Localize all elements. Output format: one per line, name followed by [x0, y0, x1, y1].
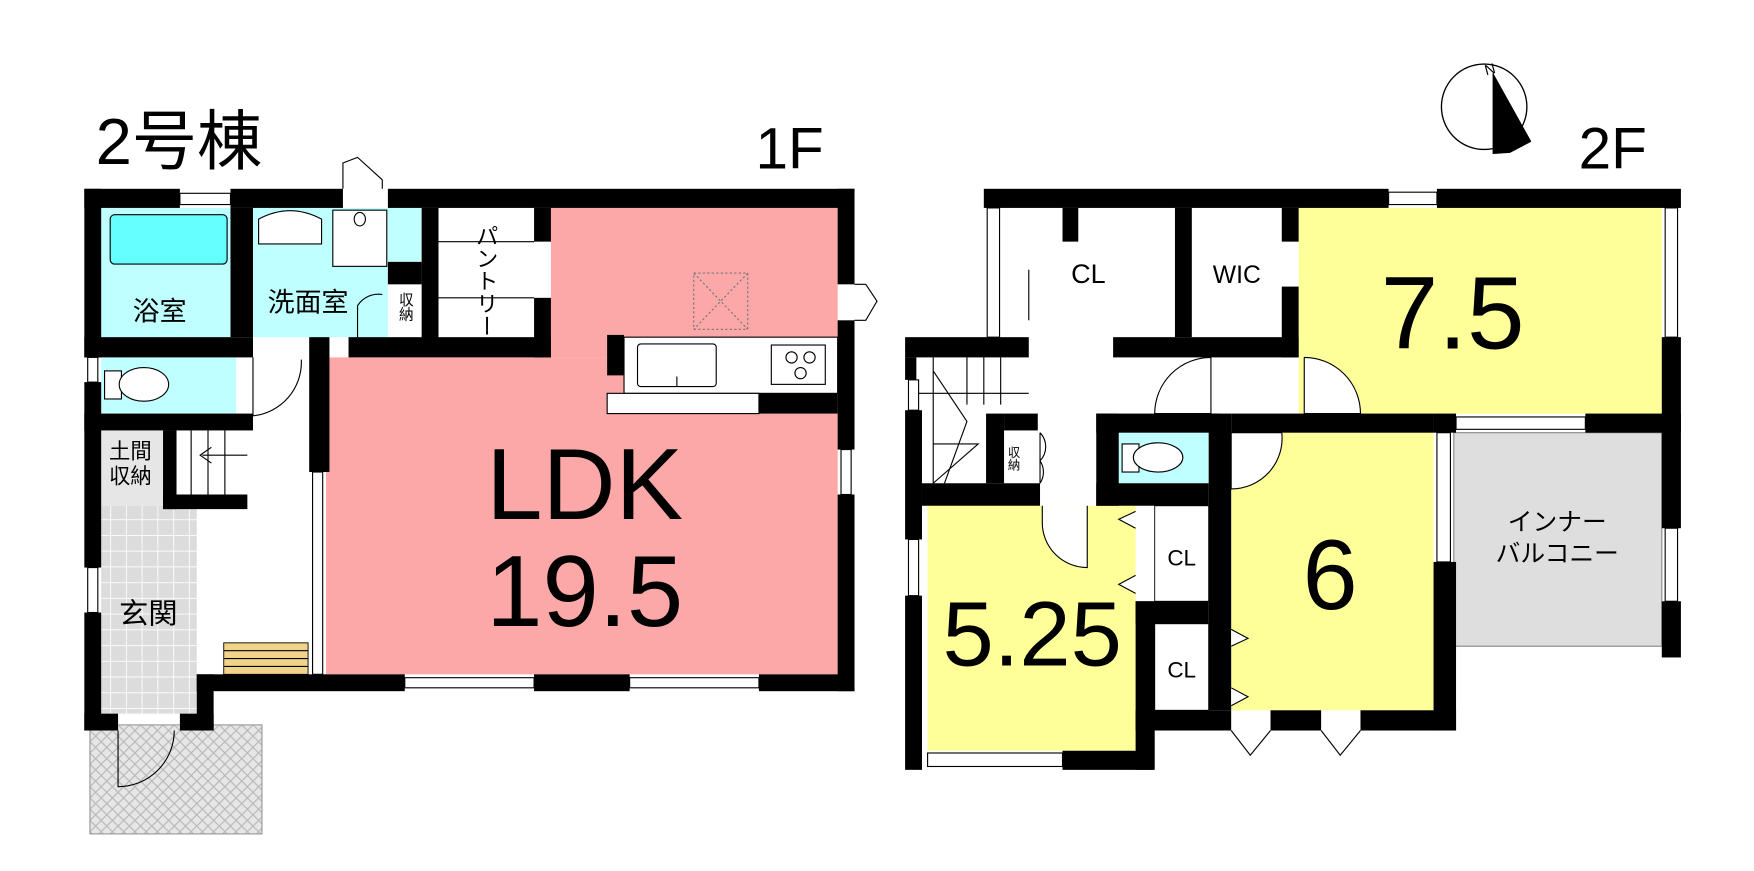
room-6-label: 6: [1303, 519, 1358, 630]
floor2-label: 2F: [1579, 117, 1647, 182]
bath-label: 浴室: [133, 296, 187, 326]
building-title: 2号棟: [96, 105, 263, 178]
closet-mid-area: [1154, 505, 1210, 602]
room-5-25-area: [927, 505, 1136, 751]
compass-icon: N: [1440, 61, 1532, 154]
room-6-area: [1231, 432, 1434, 711]
room-5-25-label: 5.25: [942, 582, 1121, 685]
compass-north-label: N: [1483, 61, 1497, 79]
ldk-side-door-icon: [854, 283, 878, 321]
porch-area: [89, 724, 263, 835]
room-7-5-area: [1298, 207, 1662, 414]
entrance-tile-area: [101, 505, 197, 714]
toilet-2f-icon: [1121, 442, 1184, 473]
ldk-area: [550, 207, 838, 358]
storage-1f-label: 収納: [397, 292, 413, 323]
closet-low-area: [1154, 623, 1210, 711]
washroom-label: 洗面室: [268, 287, 349, 317]
pantry-area: [438, 207, 535, 338]
balcony-label-2: バルコニー: [1496, 541, 1619, 568]
floor2-plan: CL WIC 7.5 収納 5.25 CL CL 6 インナー バルコニー: [905, 188, 1681, 770]
storage-2f-door-icon: [1039, 432, 1047, 484]
ldk-label: LDK: [486, 428, 683, 541]
floor1-plan: 浴室 洗面室 収納 パントリー 土間 収納 玄関 LDK 19.5: [84, 156, 878, 835]
entrance-label: 玄関: [119, 598, 177, 631]
doma-storage-label-1: 土間: [109, 440, 152, 464]
toilet-door-icon: [252, 357, 302, 417]
skylight-icon: [693, 272, 749, 330]
closet-mid-label: CL: [1167, 545, 1196, 570]
closet-top-label: CL: [1071, 259, 1105, 289]
kitchen-counter: [606, 336, 839, 415]
closet-low-label: CL: [1167, 658, 1196, 683]
entrance-door-icon: [117, 730, 175, 788]
doma-storage-label-2: 収納: [109, 464, 152, 488]
storage-2f-label: 収納: [1006, 446, 1020, 471]
balcony-area: [1453, 432, 1663, 647]
washroom-storage-area: [387, 207, 422, 262]
wic-label: WIC: [1213, 262, 1261, 289]
balcony-label-1: インナー: [1508, 509, 1607, 536]
washroom-door-icon: [356, 293, 383, 338]
bathtub-icon: [109, 214, 228, 265]
floor1-label: 1F: [756, 117, 824, 182]
room-5-25-door-icon: [1041, 505, 1088, 569]
wic-hall-door-icon: [1154, 356, 1212, 415]
washroom-exterior-door-icon: [342, 156, 383, 189]
balcony-door-icon: [1230, 730, 1361, 757]
stairs-1f: [176, 430, 248, 495]
wash-basin-icon: [258, 210, 323, 245]
room-7-5-label: 7.5: [1381, 254, 1525, 370]
room-6-door-icon: [1230, 432, 1283, 490]
pantry-label: パントリー: [473, 225, 498, 337]
closet-door-icons: [1117, 510, 1250, 707]
room-7-5-door-icon: [1303, 356, 1362, 415]
ldk-size-label: 19.5: [486, 535, 683, 648]
toilet-icon: [104, 366, 170, 402]
doma-storage-area: [101, 430, 164, 506]
